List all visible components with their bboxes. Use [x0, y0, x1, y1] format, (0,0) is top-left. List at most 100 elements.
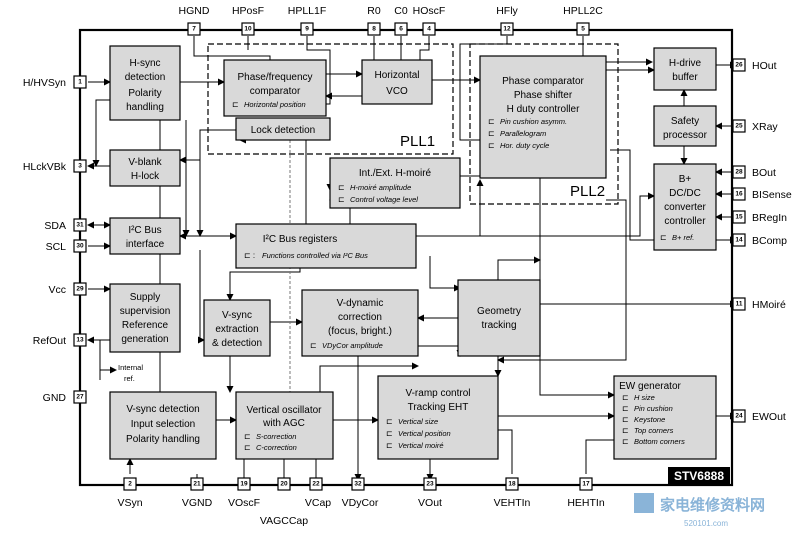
- svg-text:⊏: ⊏: [488, 129, 495, 138]
- svg-text:with AGC: with AGC: [262, 418, 305, 429]
- block-ew-generator: EW generator ⊏ H size ⊏ Pin cushion ⊏ Ke…: [613, 375, 717, 460]
- watermark: 家电维修资料网 520101.com: [634, 493, 765, 528]
- svg-text:520101.com: 520101.com: [684, 519, 728, 528]
- svg-text:BRegIn: BRegIn: [752, 212, 787, 224]
- svg-text:15: 15: [735, 214, 743, 221]
- svg-text:21: 21: [193, 481, 201, 488]
- svg-text:HPosF: HPosF: [232, 5, 264, 17]
- pin-hhvsyn: H/HVSyn 1: [23, 75, 87, 89]
- svg-text:EWOut: EWOut: [752, 411, 786, 423]
- svg-text:Safety: Safety: [671, 116, 699, 127]
- svg-text:Lock detection: Lock detection: [251, 125, 316, 136]
- pin-hlckvbk: HLckVBk 3: [23, 159, 87, 173]
- block-vosc: Vertical oscillator with AGC ⊏ S-correct…: [235, 391, 334, 460]
- svg-text:V-dynamic: V-dynamic: [337, 298, 384, 309]
- svg-text:Supply: Supply: [130, 292, 161, 303]
- svg-text:26: 26: [735, 62, 743, 69]
- pin-vout: 23 VOut: [418, 477, 442, 509]
- svg-text:⊏: ⊏: [622, 404, 629, 413]
- svg-text:DC/DC: DC/DC: [669, 188, 701, 199]
- svg-text:⊏: ⊏: [244, 432, 251, 441]
- pin-vcap: 22 VCap: [305, 477, 331, 509]
- svg-text:HEHTIn: HEHTIn: [567, 497, 605, 509]
- svg-text:HPLL2C: HPLL2C: [563, 5, 603, 17]
- pin-ewout: 24 EWOut: [732, 409, 786, 423]
- svg-text:11: 11: [736, 301, 743, 308]
- pin-hoscf: HOscF 4: [413, 5, 445, 36]
- svg-text:⊏: ⊏: [386, 441, 393, 450]
- svg-text:processor: processor: [663, 130, 708, 141]
- pll2-region: [469, 43, 619, 205]
- svg-text:25: 25: [735, 123, 743, 130]
- svg-text:20: 20: [280, 481, 288, 488]
- block-bplus: B+ DC/DC converter controller ⊏ B+ ref.: [653, 163, 717, 251]
- svg-text:Vertical oscillator: Vertical oscillator: [246, 405, 322, 416]
- pll2-label: PLL2: [570, 183, 605, 200]
- pin-hmoire: 11 HMoiré: [732, 297, 786, 311]
- svg-text:14: 14: [735, 237, 743, 244]
- svg-text:SDA: SDA: [44, 220, 66, 232]
- pin-hgnd: HGND 7: [179, 5, 210, 36]
- svg-text:Control voltage level: Control voltage level: [350, 195, 418, 204]
- svg-text:Pin cushion asymm.: Pin cushion asymm.: [500, 117, 567, 126]
- svg-text:Phase comparator: Phase comparator: [502, 76, 584, 87]
- svg-text:H size: H size: [634, 393, 655, 402]
- svg-text:B+: B+: [679, 174, 692, 185]
- svg-text:16: 16: [735, 191, 743, 198]
- svg-text:9: 9: [305, 26, 309, 33]
- svg-text:32: 32: [354, 481, 362, 488]
- svg-text:EW generator: EW generator: [619, 381, 681, 392]
- block-i2c-registers: I²C Bus registers ⊏ : Functions controll…: [235, 223, 417, 269]
- svg-text:Pin cushion: Pin cushion: [634, 404, 673, 413]
- pin-gnd: GND 27: [43, 390, 87, 404]
- pin-vehtin: 18 VEHTIn: [494, 477, 531, 509]
- svg-text:Phase/frequency: Phase/frequency: [237, 72, 312, 83]
- selector-icon: ⊏: [232, 100, 239, 109]
- svg-text:5: 5: [581, 26, 585, 33]
- svg-text:comparator: comparator: [250, 86, 301, 97]
- block-vsync-extraction: V-sync extraction & detection: [203, 299, 271, 357]
- svg-text:B+ ref.: B+ ref.: [672, 233, 694, 242]
- svg-text:VAGCCap: VAGCCap: [260, 515, 308, 527]
- pin-bisense: 16 BISense: [732, 187, 792, 201]
- svg-text:detection: detection: [125, 72, 166, 83]
- svg-text:Keystone: Keystone: [634, 415, 665, 424]
- svg-text:24: 24: [735, 413, 743, 420]
- pin-vgnd: 21 VGND: [182, 477, 213, 509]
- svg-text:22: 22: [312, 481, 320, 488]
- svg-text:Horizontal: Horizontal: [374, 70, 419, 81]
- pin-hfly: HFly 12: [496, 5, 519, 36]
- svg-text:⊏: ⊏: [386, 417, 393, 426]
- svg-text:12: 12: [503, 26, 511, 33]
- svg-text:correction: correction: [338, 312, 382, 323]
- svg-text:19: 19: [240, 481, 248, 488]
- block-internal-ref: Internal ref.: [118, 363, 143, 383]
- svg-text:Functions controlled via I²C B: Functions controlled via I²C Bus: [262, 251, 368, 260]
- svg-text:Vertical size: Vertical size: [398, 417, 438, 426]
- chip-name-badge: STV6888: [668, 467, 730, 484]
- svg-text:VEHTIn: VEHTIn: [494, 497, 531, 509]
- svg-text:HFly: HFly: [496, 5, 518, 17]
- svg-text:17: 17: [582, 481, 590, 488]
- block-i2c-interface: I²C Bus interface: [109, 217, 181, 255]
- pin-hout: 26 HOut: [732, 58, 777, 72]
- svg-text:2: 2: [128, 481, 132, 488]
- svg-text:30: 30: [76, 243, 84, 250]
- pin-hehtin: 17 HEHTIn: [567, 477, 605, 509]
- svg-text:H-sync: H-sync: [129, 58, 160, 69]
- block-vdynamic: V-dynamic correction (focus, bright.) ⊏ …: [301, 289, 419, 357]
- svg-text:controller: controller: [664, 216, 706, 227]
- pin-vagccap: 20 VAGCCap: [260, 477, 308, 527]
- svg-text:28: 28: [735, 169, 743, 176]
- svg-text:Polarity: Polarity: [128, 88, 161, 99]
- svg-text:V-ramp control: V-ramp control: [405, 388, 470, 399]
- svg-text:Top corners: Top corners: [634, 426, 674, 435]
- pin-bregin: 15 BRegIn: [732, 210, 787, 224]
- svg-text:V-sync detection: V-sync detection: [126, 404, 199, 415]
- svg-text:buffer: buffer: [672, 72, 698, 83]
- pin-r0: R0 8: [367, 5, 381, 36]
- pin-voscf: 19 VOscF: [228, 477, 260, 509]
- svg-text:XRay: XRay: [752, 121, 778, 133]
- svg-text:tracking: tracking: [481, 320, 516, 331]
